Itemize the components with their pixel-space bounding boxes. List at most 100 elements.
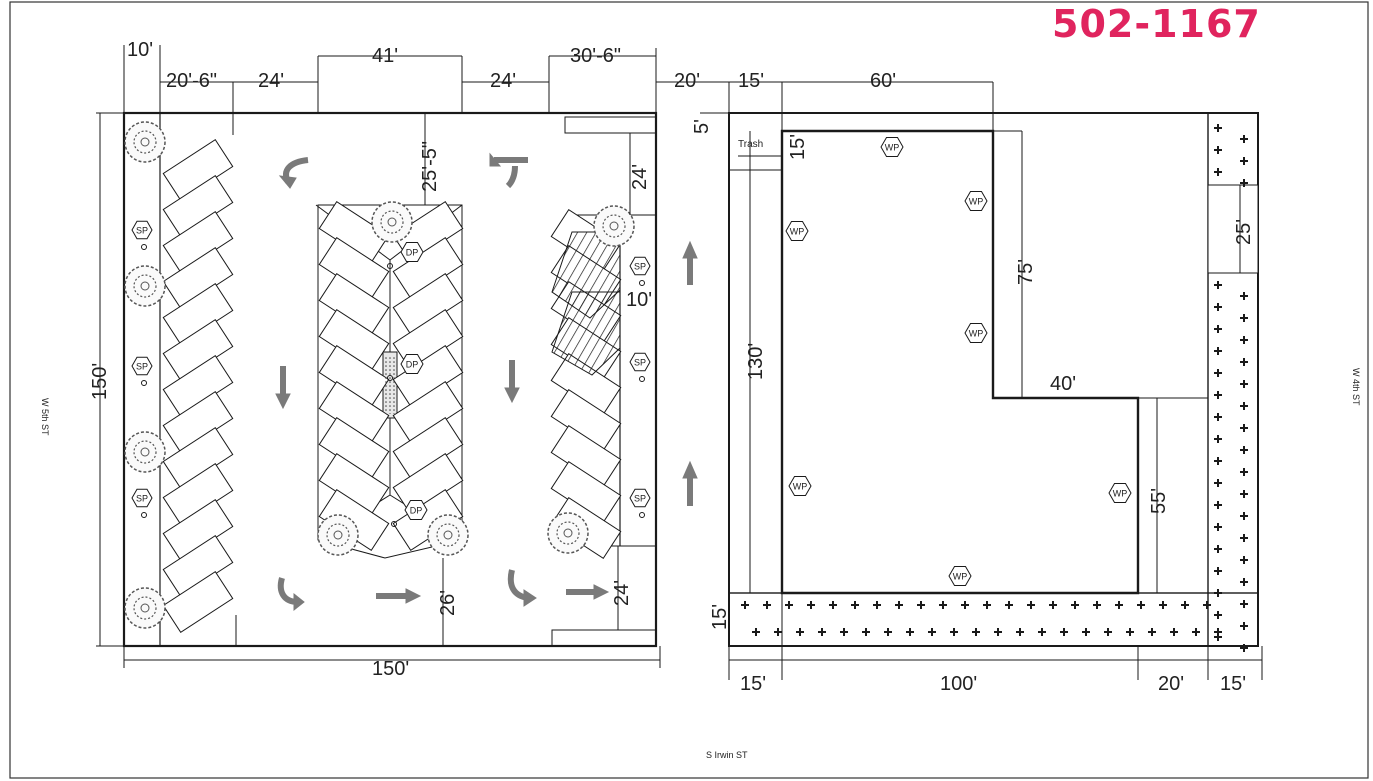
dim-building-top-1: 15': [738, 70, 764, 92]
dp-marker-icon: [400, 242, 424, 262]
trees: [124, 121, 635, 629]
sp-marker-icon: [629, 488, 651, 508]
drive-arrows: [275, 152, 698, 612]
tree-icon: [547, 512, 589, 554]
dim-right-top: 24': [629, 164, 651, 190]
tree-icon: [124, 587, 166, 629]
page-border: [9, 1, 1369, 779]
sp-marker-label: SP: [634, 494, 646, 504]
parking-dimensions: [96, 45, 700, 668]
dim-building-bottom-1: 15': [740, 673, 766, 695]
dim-inner-top: 15': [787, 134, 809, 160]
dim-median-top: 25'-5": [419, 141, 441, 192]
tree-icon: [124, 121, 166, 163]
down-arrow-icon: [504, 387, 520, 404]
accessible-stall-lower: [551, 291, 621, 376]
building-footprint: [780, 129, 1140, 595]
dim-bottom-right: 24': [611, 580, 633, 606]
wp-marker-label: WP: [969, 197, 984, 207]
dim-setback-top: 5': [691, 119, 713, 134]
dim-building-bottom-2: 100': [940, 673, 977, 695]
sp-marker-icon: [131, 356, 153, 376]
sp-marker-label: SP: [136, 362, 148, 372]
turn-arrow-head-icon: [293, 592, 305, 612]
wp-marker-label: WP: [885, 143, 900, 153]
tree-icon: [124, 265, 166, 307]
case-number: 502-1167: [1052, 2, 1261, 46]
wp-marker-label: WP: [1113, 489, 1128, 499]
tree-icon: [317, 514, 359, 556]
dim-buffer-right: 25': [1233, 219, 1255, 245]
dp-markers: DP DP DP: [387, 242, 428, 527]
dimension-labels: 10' 20'-6" 24' 41' 24' 30'-6" 20' 150' 1…: [89, 39, 1255, 695]
dim-bottom-mid: 26': [437, 590, 459, 616]
dim-building-left: 130': [745, 343, 767, 380]
dim-top-1: 10': [127, 39, 153, 61]
wp-marker-label: WP: [953, 572, 968, 582]
dim-top-6: 30'-6": [570, 45, 621, 67]
left-stall-row: [162, 139, 234, 633]
up-arrow-icon: [682, 460, 698, 479]
wp-marker-icon: [785, 221, 809, 241]
dim-bottom-buffer: 15': [709, 604, 731, 630]
tree-icon: [427, 514, 469, 556]
wp-marker-icon: [880, 137, 904, 157]
dp-marker-icon: [404, 500, 428, 520]
building-site: [728, 112, 1259, 647]
right-arrow-icon: [405, 588, 422, 604]
dim-notch: 40': [1050, 373, 1076, 395]
building-dimensions: [700, 81, 1263, 680]
dp-marker-label: DP: [406, 248, 419, 258]
bottom-right-pad: [551, 629, 657, 647]
down-arrow-icon: [275, 393, 291, 410]
dim-upper-right: 75': [1015, 259, 1037, 285]
dim-parking-bottom: 150': [372, 658, 409, 680]
sp-marker-label: SP: [634, 262, 646, 272]
wp-marker-icon: [948, 566, 972, 586]
wp-marker-label: WP: [969, 329, 984, 339]
dim-top-7: 20': [674, 70, 700, 92]
right-arrow-icon: [593, 584, 610, 600]
top-right-pad: [564, 116, 657, 134]
sp-marker-icon: [629, 352, 651, 372]
wp-marker-label: WP: [793, 482, 808, 492]
turn-arrow-head-icon: [523, 589, 537, 607]
sp-marker-label: SP: [136, 226, 148, 236]
sp-marker-label: SP: [634, 358, 646, 368]
dim-top-3: 24': [258, 70, 284, 92]
median-stall-rows: [318, 201, 464, 551]
tree-icon: [371, 201, 413, 243]
dim-building-bottom-4: 15': [1220, 673, 1246, 695]
dim-top-2: 20'-6": [166, 70, 217, 92]
dim-lower-right: 55': [1148, 488, 1170, 514]
wp-marker-icon: [964, 191, 988, 211]
dp-marker-icon: [400, 354, 424, 374]
east-landscape-buffer: [1207, 112, 1259, 647]
trash-label: Trash: [738, 139, 763, 150]
dim-building-top-2: 60': [870, 70, 896, 92]
dim-top-4: 41': [372, 45, 398, 67]
wp-marker-icon: [1108, 483, 1132, 503]
street-east: W 4th ST: [1351, 368, 1361, 406]
sp-marker-icon: [131, 220, 153, 240]
dim-building-bottom-3: 20': [1158, 673, 1184, 695]
dim-top-5: 24': [490, 70, 516, 92]
turn-arrow-head-icon: [278, 175, 297, 189]
sp-marker-icon: [629, 256, 651, 276]
turn-arrow-head-icon: [489, 152, 502, 167]
dp-marker-label: DP: [406, 360, 419, 370]
dim-parking-left: 150': [89, 363, 111, 400]
wp-marker-icon: [788, 476, 812, 496]
east-buffer-gap: [1207, 184, 1259, 274]
parking-stall: [162, 571, 234, 633]
south-landscape-buffer: [728, 592, 1259, 647]
wp-marker-icon: [964, 323, 988, 343]
turn-arrow-icon: [494, 157, 528, 189]
parking-lot-outline: [122, 111, 658, 648]
center-median: [317, 204, 463, 559]
dp-marker-label: DP: [410, 506, 423, 516]
landscape-plus-marks: [741, 124, 1248, 652]
